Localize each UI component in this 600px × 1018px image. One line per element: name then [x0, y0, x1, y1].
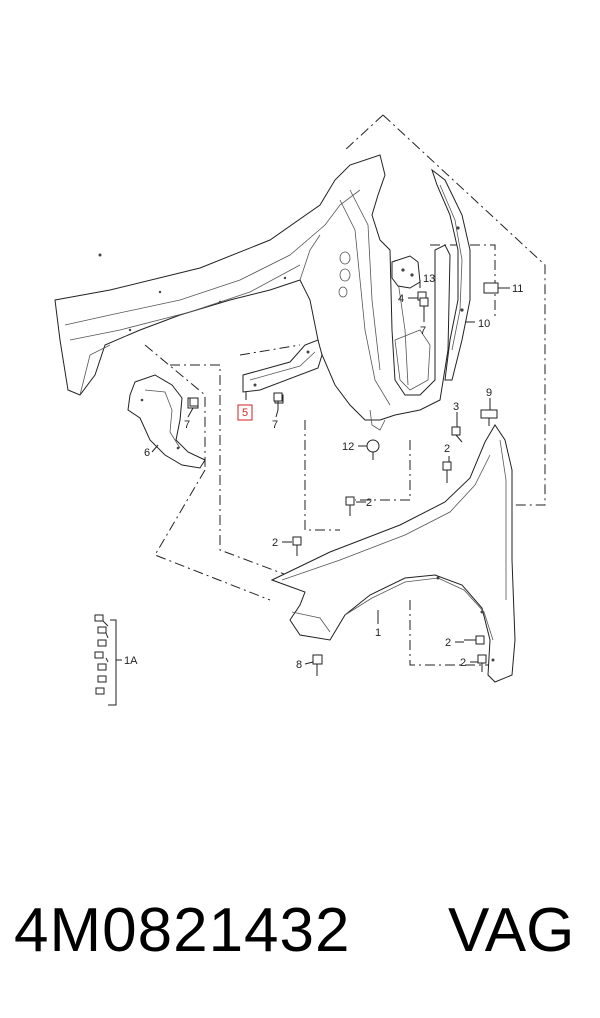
callout-7-b: 7: [272, 419, 278, 431]
callout-labels: 1 1A 2 2 2 2 2 3 4 5 6 7 7 7 8 9 10 11 1…: [124, 273, 523, 671]
bolt-7-b: [273, 392, 283, 410]
bolt-2-e: [477, 654, 487, 672]
callout-7-c: 7: [420, 325, 426, 337]
bolt-2-c: [442, 461, 452, 483]
callout-12: 12: [342, 441, 354, 453]
part-10-bracket: [431, 168, 471, 381]
callout-10: 10: [478, 318, 490, 330]
callout-2-e: 2: [460, 657, 466, 669]
bolt-7-a: [189, 397, 199, 407]
callout-3: 3: [453, 401, 459, 413]
callout-2-c: 2: [444, 443, 450, 455]
callout-leaders: [151, 280, 510, 665]
bolt-8: [312, 654, 323, 676]
bolt-2-a: [292, 536, 302, 556]
callout-2-b: 2: [366, 497, 372, 509]
callout-5: 5: [242, 407, 248, 419]
leader-lines: [144, 114, 546, 666]
part-number-label: 4M0821432: [14, 896, 351, 965]
part-13-bracket: [391, 255, 427, 301]
callout-8: 8: [296, 659, 302, 671]
callout-2-d: 2: [445, 637, 451, 649]
bolt-3: [451, 426, 463, 443]
brand-label: VAG: [448, 896, 575, 965]
callout-1a: 1A: [124, 655, 138, 667]
clip-9: [480, 409, 498, 426]
fasteners: [189, 282, 499, 676]
part-1-fender: [270, 424, 516, 683]
part-6-bracket: [127, 374, 206, 469]
bolt-2-d: [464, 635, 485, 645]
callout-4: 4: [398, 293, 404, 305]
exploded-parts-diagram: 1 1A 2 2 2 2 2 3 4 5 6 7 7 7 8 9 10 11 1…: [54, 114, 546, 706]
callout-13: 13: [423, 273, 435, 285]
body-structure: [54, 154, 451, 431]
clip-12: [366, 439, 380, 460]
callout-1: 1: [375, 627, 381, 639]
clip-11: [483, 282, 499, 294]
callout-5-highlight-box: [237, 404, 253, 421]
callout-2-a: 2: [272, 537, 278, 549]
callout-9: 9: [486, 387, 492, 399]
callout-7-a: 7: [184, 419, 190, 431]
callout-6: 6: [144, 447, 150, 459]
callout-11: 11: [512, 283, 523, 295]
bolt-7-c: [419, 297, 429, 316]
bolt-2-b: [345, 496, 355, 516]
fastener-kit-1a: [94, 614, 122, 706]
